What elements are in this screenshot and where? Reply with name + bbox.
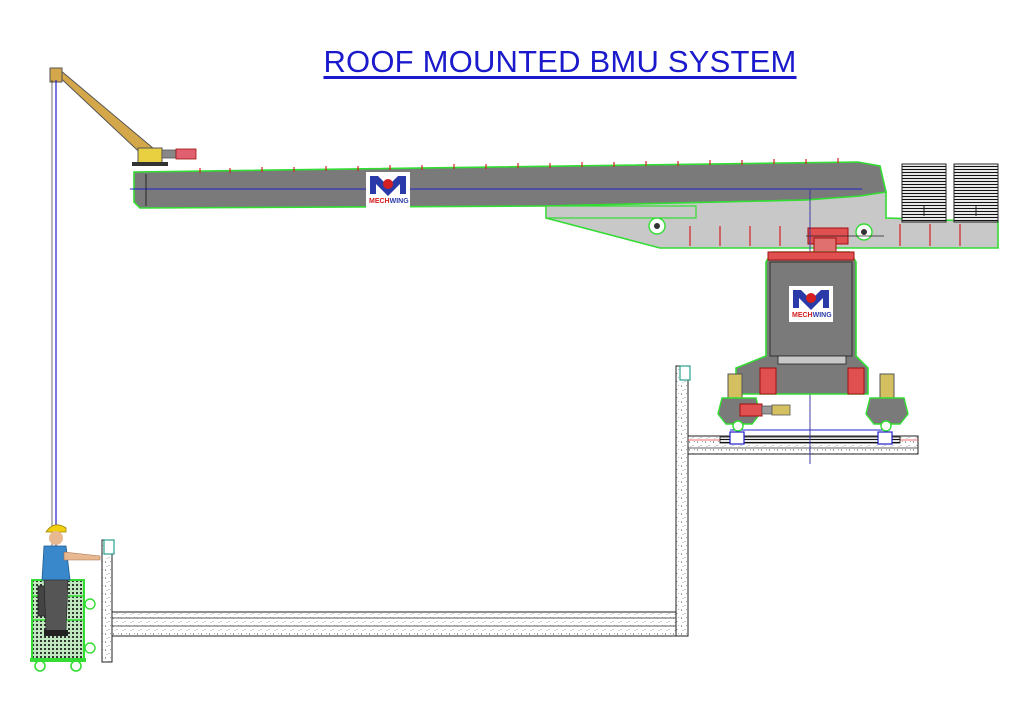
building-structure [101, 365, 919, 663]
boom-bolt-row [199, 158, 839, 173]
page-title: ROOF MOUNTED BMU SYSTEM [323, 44, 797, 79]
luffing-mechanism [806, 227, 884, 253]
undercarriage [717, 373, 909, 445]
travel-drive [739, 403, 791, 417]
jib-arm [49, 67, 197, 166]
mechwing-logo-icon: MECHWING [789, 286, 833, 322]
logo-brand-part1: MECH [792, 312, 813, 319]
logo-brand-part2: WING [390, 198, 410, 205]
svg-text:MECHWING: MECHWING [792, 312, 832, 319]
svg-text:MECHWING: MECHWING [369, 198, 409, 205]
slewing-column [735, 251, 869, 395]
worker-figure [41, 524, 101, 636]
counterweight-block [901, 163, 999, 223]
mechwing-logo-icon: MECHWING [366, 172, 410, 208]
boom-arm [133, 158, 999, 253]
logo-brand-part1: MECH [369, 198, 390, 205]
logo-brand-part2: WING [813, 312, 833, 319]
